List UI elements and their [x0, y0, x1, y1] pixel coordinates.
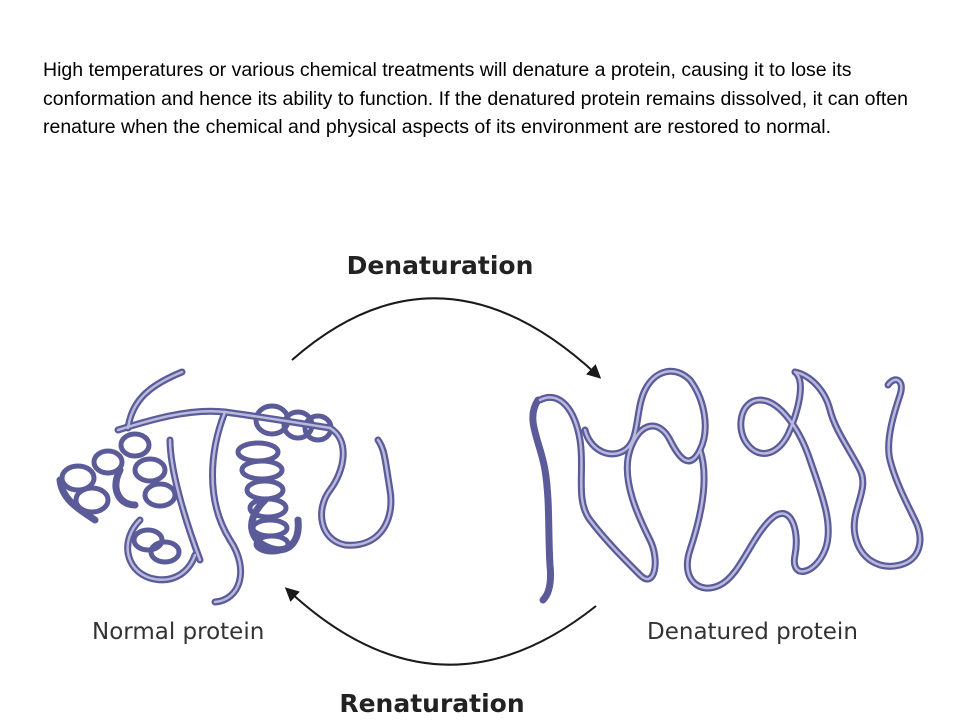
renaturation-arrow [284, 587, 597, 666]
normal-protein-label: Normal protein [92, 619, 264, 645]
renaturation-label: Renaturation [339, 689, 524, 718]
caption-text: High temperatures or various chemical tr… [43, 59, 909, 138]
denaturation-label: Denaturation [347, 251, 534, 280]
normal-protein-ribbon [56, 368, 395, 606]
denaturation-arrow [291, 297, 602, 379]
denatured-protein-label: Denatured protein [647, 619, 858, 645]
denatured-protein-ribbon [529, 367, 924, 604]
